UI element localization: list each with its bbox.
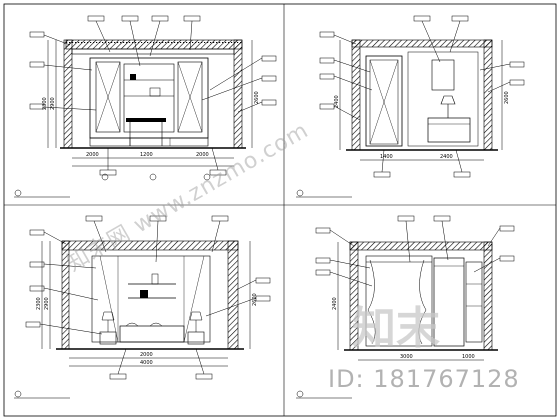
dim-bottom-1: 2000 [140,352,153,358]
callout-tags [25,215,271,380]
ceiling-section [61,240,239,251]
right-wall-section [227,240,239,350]
dim-bottom-3: 2000 [196,152,209,158]
dim-left-1: 2900 [50,97,56,110]
headboard-wall [91,255,211,343]
dim-left-2: 2300 [36,297,42,310]
dim-bottom-2: 1000 [462,354,475,360]
elevation-panel-top-right: 1400 2400 2400 2600 [296,15,525,198]
left-wall-section [61,240,70,350]
dim-bottom-1: 1400 [380,154,393,160]
window-curtain [365,255,433,347]
dim-left-2: 2300 [42,97,48,110]
dim-bottom-1: 3000 [400,354,413,360]
dim-right-1: 2600 [252,293,258,306]
side-cabinet [427,117,471,143]
right-wall-section [483,39,493,151]
ceiling-section [351,39,493,48]
left-wall-section [349,241,359,351]
dim-bottom-2: 4000 [140,360,153,366]
right-wall-section [233,39,243,149]
dim-right-1: 2600 [254,91,260,104]
dim-left-1: 2400 [332,297,338,310]
right-wall-section [483,241,493,351]
table-lamp [440,95,456,105]
sheet-border [3,3,557,417]
left-wall-section [351,39,361,151]
dim-left-1: 2400 [334,95,340,108]
left-wall-section [63,39,73,149]
callout-tags [29,15,277,176]
ceiling-section [349,241,493,251]
elevation-panel-top-left: 2000 1200 2000 2900 2300 2600 [14,15,277,198]
dim-bottom-1: 2000 [86,152,99,158]
door [365,55,403,147]
dim-left-1: 2900 [44,297,50,310]
callout-tags [319,15,525,178]
door [433,257,465,347]
dim-bottom-2: 1200 [140,152,153,158]
elevation-panel-bottom-right: 3000 1000 2400 [296,215,515,399]
callout-tags [315,215,515,287]
bed [119,325,185,343]
elevation-panel-bottom-left: 2000 4000 2900 2300 2600 [14,215,271,399]
dim-right-1: 2600 [504,91,510,104]
wall-picture [431,59,455,91]
dim-bottom-2: 2400 [440,154,453,160]
